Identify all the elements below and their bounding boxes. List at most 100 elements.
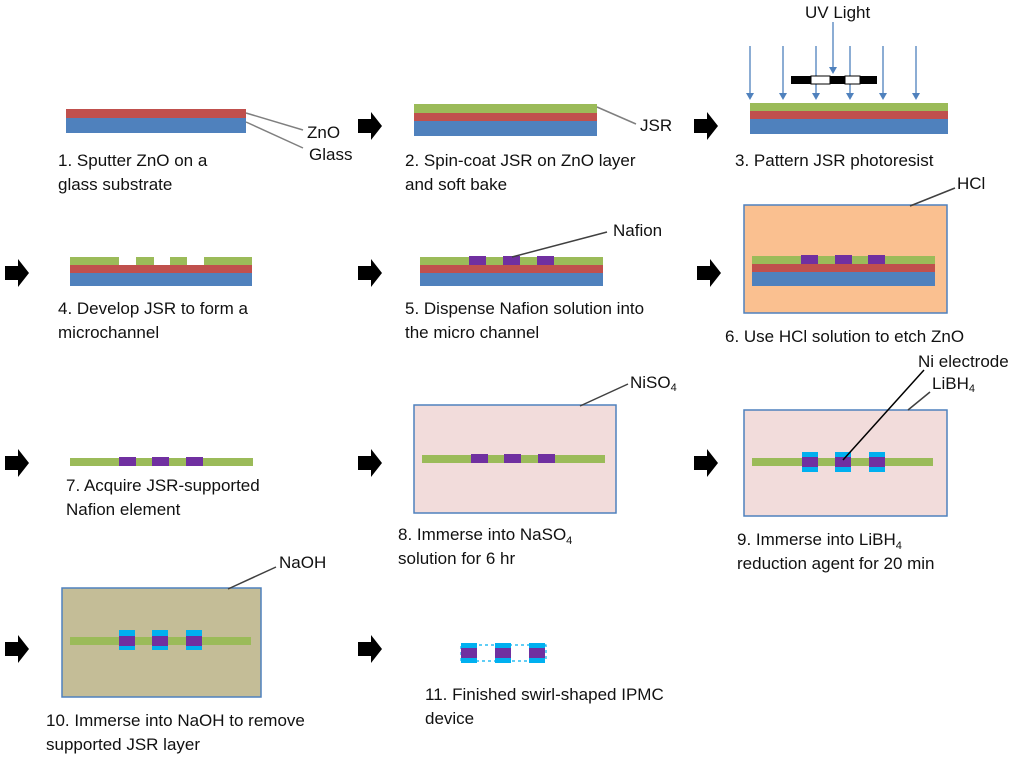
ni-electrode-label: Ni electrode [918,352,1009,371]
step-6-illustration: HCl [743,174,985,314]
step-1-illustration: ZnO Glass [66,109,352,164]
zno-layer [414,113,597,121]
nafion-block [801,255,818,264]
jsr-layer [414,104,597,113]
niso4-leader-line [579,383,629,407]
step-4-caption-line: microchannel [58,323,159,342]
step-2-caption-line: 2. Spin-coat JSR on ZnO layer [405,151,636,170]
step-9-caption: 9. Immerse into LiBH4 reduction agent fo… [737,530,935,573]
step-4-illustration [70,257,252,286]
step-5-caption-line: 5. Dispense Nafion solution into [405,299,644,318]
step-1-caption-line: 1. Sputter ZnO on a [58,151,208,170]
nafion-block [119,457,136,466]
jsr-segment [70,257,119,265]
arrow-2-to-3 [694,112,718,140]
arrow-9-to-10 [5,635,29,663]
step-3-illustration: UV Light [746,3,948,134]
arrow-6-to-7 [5,449,29,477]
photomask [791,75,877,85]
zno-leader-line [245,112,304,131]
step-8-caption: 8. Immerse into NaSO4 solution for 6 hr [398,525,577,568]
niso4-label-base: NiSO [630,373,671,392]
step-2-caption: 2. Spin-coat JSR on ZnO layer and soft b… [405,151,640,194]
step-11-caption: 11. Finished swirl-shaped IPMC device [425,685,668,728]
glass-substrate [420,273,603,286]
nafion-block [469,256,486,265]
mask-open [810,75,831,85]
step-3-caption: 3. Pattern JSR photoresist [735,151,934,170]
step-5-caption-line: the micro channel [405,323,539,342]
zno-layer [752,264,935,272]
arrow-1-to-2 [358,112,382,140]
jsr-label: JSR [640,116,672,135]
jsr-leader-line [596,106,637,125]
process-arrows [5,112,721,663]
nafion-block [152,457,169,466]
nafion-block [835,457,851,467]
step-8-caption-subscript: 4 [566,535,572,547]
step-8-caption-line: solution for 6 hr [398,549,516,568]
step-10-caption-line: 10. Immerse into NaOH to remove [46,711,305,730]
glass-label: Glass [309,145,352,164]
glass-substrate [752,272,935,286]
step-10-illustration: NaOH [61,553,326,698]
step-5-caption: 5. Dispense Nafion solution into the mic… [405,299,649,342]
mask-block [830,76,845,84]
step-9-illustration: Ni electrode LiBH4 [743,352,1009,517]
jsr-segment [136,257,154,265]
arrow-8-to-9 [694,449,718,477]
step-7-illustration [70,457,253,466]
uv-ray-arrowhead [912,93,920,100]
uv-ray-arrowhead [812,93,820,100]
step-8-illustration: NiSO4 [413,373,677,514]
step-captions: 1. Sputter ZnO on a glass substrate 2. S… [46,151,964,754]
zno-layer [750,111,948,119]
zno-layer [66,109,246,118]
step-3-caption-line: 3. Pattern JSR photoresist [735,151,934,170]
nafion-block [471,454,488,463]
step-11-illustration [460,643,547,663]
zno-layer [70,265,252,273]
hcl-leader-line [909,187,956,207]
step-11-caption-line: 11. Finished swirl-shaped IPMC [425,685,664,704]
step-1-caption-line: glass substrate [58,175,172,194]
zno-label: ZnO [307,123,340,142]
uv-ray-arrowhead [846,93,854,100]
step-10-caption-line: supported JSR layer [46,735,200,754]
step-1-caption: 1. Sputter ZnO on a glass substrate [58,151,212,194]
libh4-label-base: LiBH [932,374,969,393]
nafion-block [835,255,852,264]
step-9-caption-subscript: 4 [896,540,902,552]
nafion-block [503,256,520,265]
nafion-block [495,648,511,658]
nafion-block [186,636,202,646]
mask-block [791,76,811,84]
step-2-caption-line: and soft bake [405,175,507,194]
glass-substrate [66,118,246,133]
libh4-label-sub: 4 [969,383,975,395]
step-7-caption-line: 7. Acquire JSR-supported [66,476,260,495]
nafion-block [538,454,555,463]
jsr-segment [204,257,252,265]
nafion-block [152,636,168,646]
mask-open [844,75,861,85]
step-7-caption: 7. Acquire JSR-supported Nafion element [66,476,264,519]
step-2-illustration: JSR [414,104,672,136]
glass-substrate [70,273,252,286]
step-8-caption-line: 8. Immerse into NaSO [398,525,566,544]
nafion-block [868,255,885,264]
nafion-block [504,454,521,463]
jsr-segment [170,257,187,265]
jsr-layer [750,103,948,111]
nafion-block [461,648,477,658]
arrow-3-to-4 [5,259,29,287]
zno-layer [420,265,603,273]
naoh-leader-line [227,566,277,590]
nafion-block [869,457,885,467]
uv-ray-arrowhead [746,93,754,100]
step-7-caption-line: Nafion element [66,500,181,519]
arrow-7-to-8 [358,449,382,477]
hcl-label: HCl [957,174,985,193]
glass-leader-line [245,121,304,149]
step-6-caption: 6. Use HCl solution to etch ZnO [725,327,964,346]
